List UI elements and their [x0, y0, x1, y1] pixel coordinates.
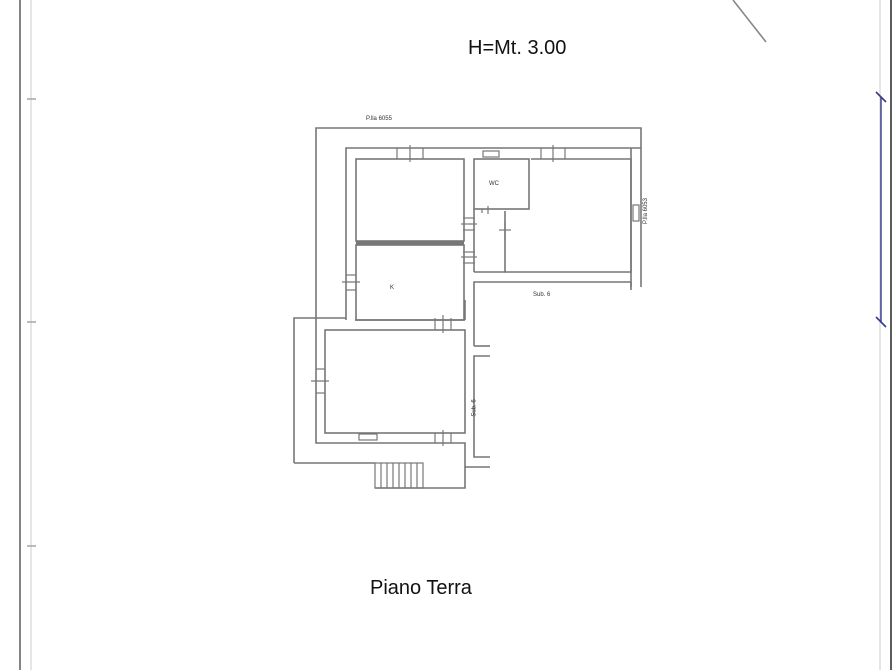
room-bottom: [324, 329, 466, 434]
height-label: H=Mt. 3.00: [468, 37, 567, 59]
parcel-top-label: P.lla 6055: [366, 116, 392, 122]
sub-label-horizontal: Sub. 6: [533, 292, 551, 298]
parcel-right-label: P.lla 6053: [642, 198, 649, 224]
sub-label-vertical: Sub. 6: [471, 399, 478, 417]
room-k: [355, 244, 465, 321]
room-wc: [473, 158, 530, 210]
wc-label: WC: [489, 181, 499, 187]
room-right: [504, 158, 632, 273]
stairs: [374, 462, 424, 489]
diagonal-line: [732, 0, 767, 43]
outer-boundary: [315, 127, 642, 320]
floor-label: Piano Terra: [370, 577, 472, 599]
room-a: [355, 158, 465, 242]
k-label: K: [390, 285, 395, 291]
